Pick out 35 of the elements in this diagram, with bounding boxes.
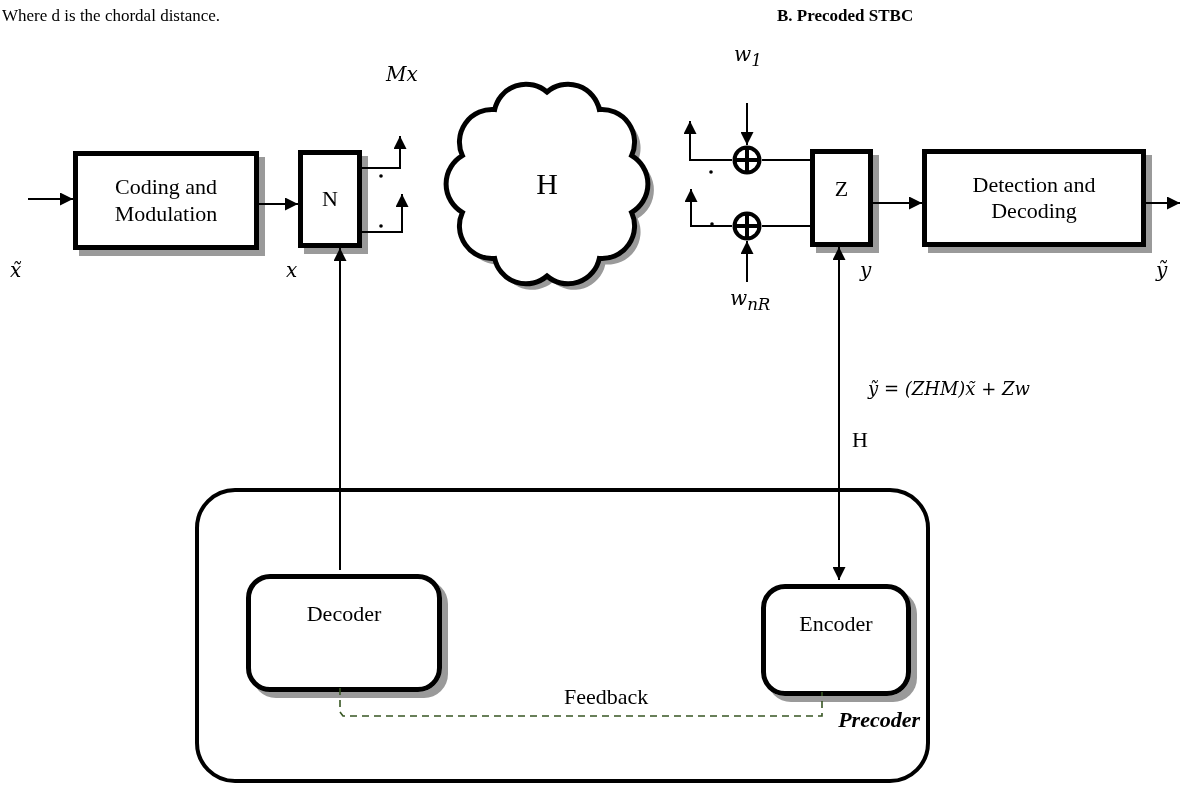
box-label: Detection and Decoding xyxy=(971,171,1097,225)
arrow xyxy=(872,196,923,210)
math-label: ỹ = (ZHM)x̃ + Zw xyxy=(868,378,1030,399)
precoder-panel xyxy=(195,488,930,783)
summing-junction xyxy=(732,211,762,241)
summing-junction xyxy=(732,145,762,175)
arrow xyxy=(684,188,733,227)
math-label: x̃ xyxy=(10,258,22,282)
math-label: ỹ xyxy=(1156,258,1168,282)
arrow xyxy=(333,247,347,571)
connector-line xyxy=(339,687,823,717)
arrow xyxy=(1145,196,1181,210)
box-label: N xyxy=(321,185,339,213)
text-label: H xyxy=(852,427,868,453)
connector-line xyxy=(761,159,811,161)
arrow xyxy=(27,192,74,206)
connector-line xyxy=(761,225,811,227)
section-heading: B. Precoded STBC xyxy=(777,6,914,26)
box-label: Decoder xyxy=(305,601,383,628)
arrow xyxy=(683,120,733,161)
arrow xyxy=(740,102,754,146)
box-label: Encoder xyxy=(798,611,874,638)
arrow xyxy=(832,246,846,581)
arrow xyxy=(361,135,407,169)
arrow xyxy=(258,197,299,211)
arrow xyxy=(740,240,754,283)
box-label: Coding and Modulation xyxy=(113,174,219,227)
panel-heading: Precoder xyxy=(838,706,920,733)
math-label: x xyxy=(286,258,298,282)
math-label: w$_{1}$ xyxy=(734,42,762,70)
box-label: Z xyxy=(833,176,850,203)
arrow xyxy=(361,193,409,233)
text-label: Where d is the chordal distance. xyxy=(2,6,221,26)
math-label: Mx xyxy=(386,62,418,86)
math-label: y xyxy=(860,258,872,282)
